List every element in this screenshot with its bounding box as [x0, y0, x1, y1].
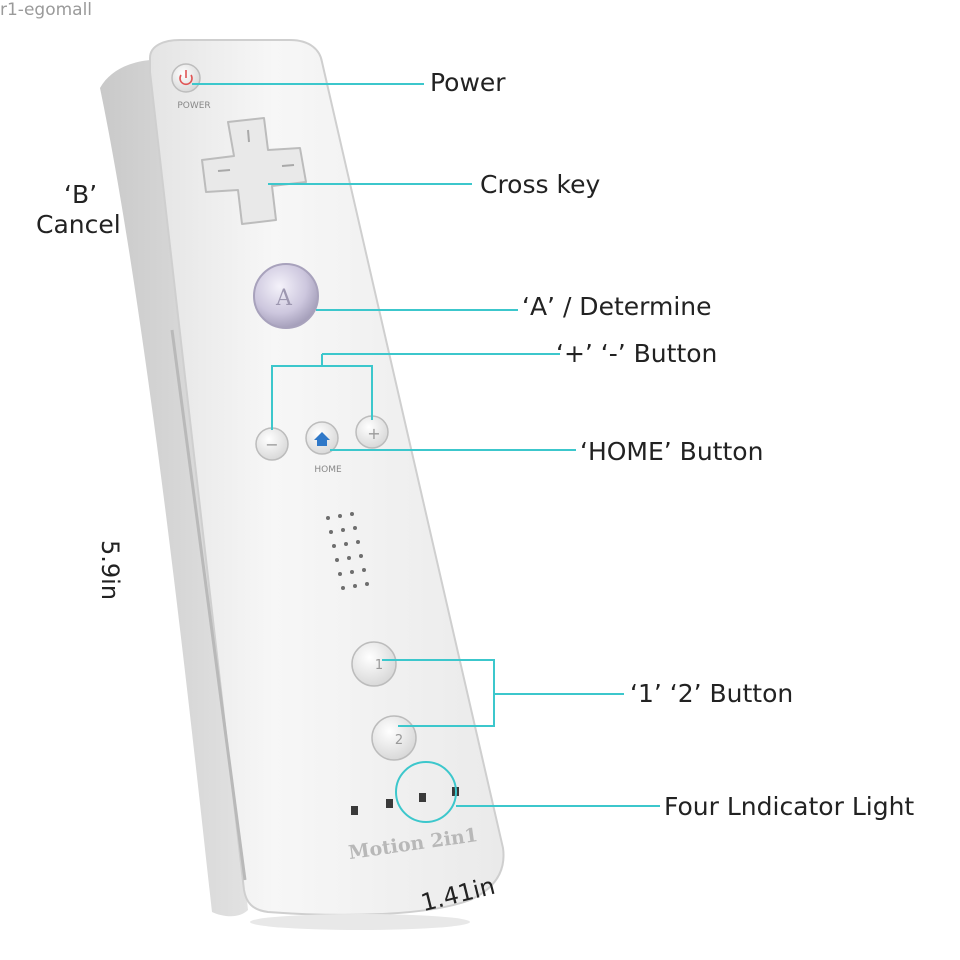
- label-cross-key: Cross key: [480, 170, 601, 199]
- controller-front-face: [149, 39, 505, 916]
- power-small-label: POWER: [177, 101, 210, 111]
- controller-side-groove: [170, 329, 247, 881]
- callout-indicator-ring: [395, 761, 457, 823]
- label-b-line2: Cancel: [36, 210, 121, 239]
- minus-symbol: −: [265, 435, 278, 454]
- label-home: ‘HOME’ Button: [580, 437, 764, 466]
- home-icon: [314, 432, 330, 446]
- label-indicator: Four Lndicator Light: [664, 792, 915, 821]
- button-1[interactable]: [351, 641, 397, 687]
- label-a-determine: ‘A’ / Determine: [522, 292, 712, 321]
- cross-dpad[interactable]: [201, 117, 307, 225]
- cross-dpad-icon: [201, 117, 307, 225]
- a-button[interactable]: [253, 263, 319, 329]
- home-small-label: HOME: [314, 465, 342, 475]
- label-power: Power: [430, 68, 506, 97]
- watermark: r1-egomall: [0, 0, 93, 20]
- callout-lines: [192, 83, 660, 823]
- dimension-height: 5.9in: [96, 540, 124, 601]
- a-button-letter: A: [275, 286, 293, 311]
- power-icon: [179, 70, 193, 86]
- controller-bottom-shadow: [250, 914, 470, 930]
- label-b-line1: ‘B’: [64, 180, 98, 209]
- controller-side-shell: [100, 60, 248, 917]
- button-2-number: 2: [395, 733, 403, 748]
- label-one-two: ‘1’ ‘2’ Button: [630, 679, 794, 708]
- plus-symbol: +: [367, 424, 380, 443]
- speaker-grille: [326, 512, 369, 590]
- button-1-number: 1: [375, 658, 383, 673]
- label-plus-minus: ‘+’ ‘-’ Button: [556, 339, 718, 368]
